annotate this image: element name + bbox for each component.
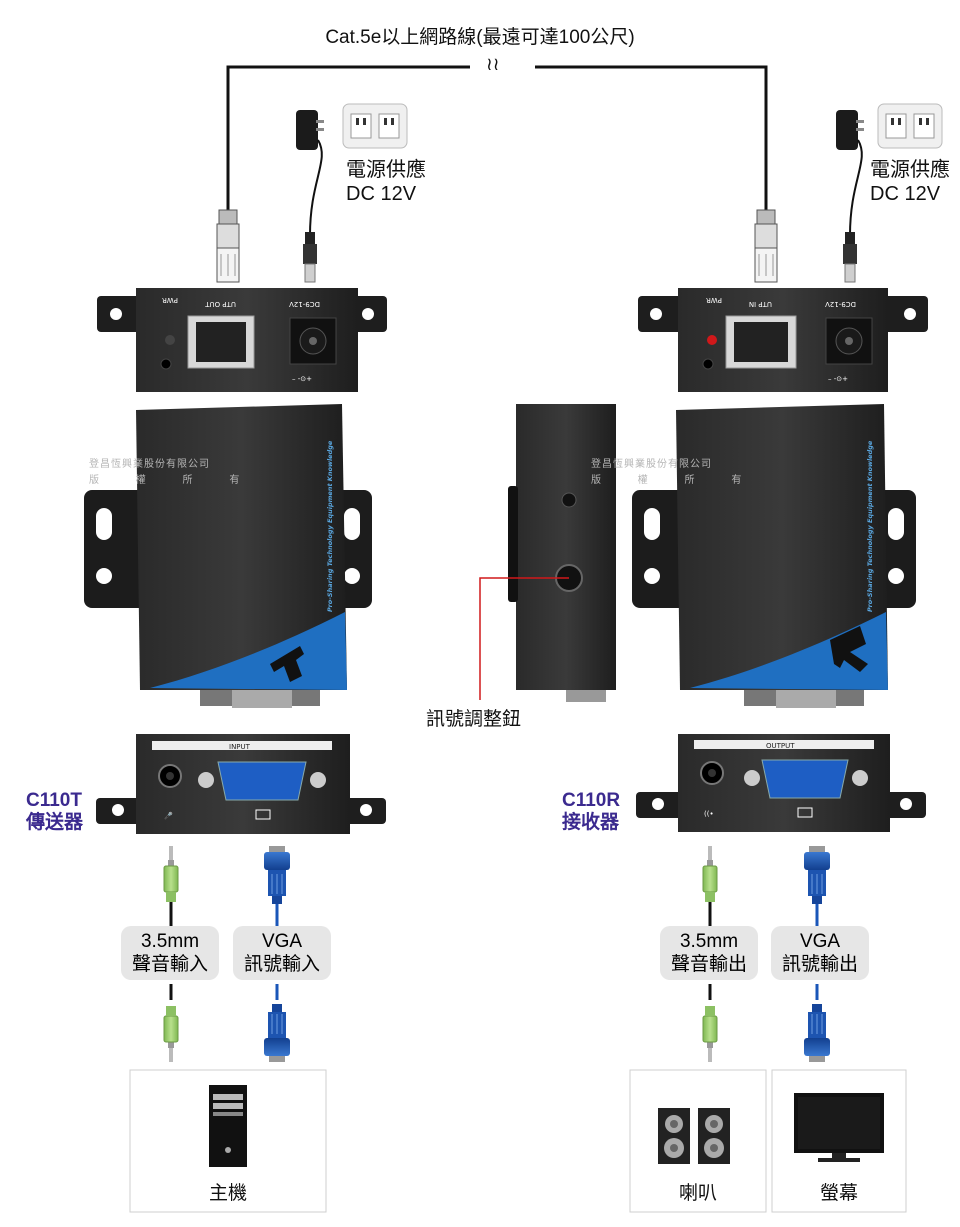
output-tag: OUTPUT: [766, 742, 795, 750]
host-label: 主機: [208, 1183, 247, 1204]
rj45-plug-right: [754, 209, 778, 283]
transmitter-front-panel: INPUT 🎤: [96, 734, 386, 834]
svg-text:🎤: 🎤: [164, 811, 173, 820]
receiver-body: Pro-Sharing Technology Equipment Knowled…: [632, 404, 916, 708]
watermark-left: 登昌恆興業股份有限公司: [89, 459, 210, 470]
vga-cable-in: [263, 845, 291, 1063]
label-line2: 訊號輸入: [243, 954, 320, 975]
watermark-left-line2: 版 權 所 有: [89, 475, 240, 486]
power-label-right: 電源供應 DC 12V: [870, 158, 950, 206]
receiver-label: C110R 接收器: [562, 790, 620, 834]
audio-out-label: 3.5mm 聲音輸出: [660, 926, 758, 980]
transmitter-body: Pro-Sharing Technology Equipment Knowled…: [84, 404, 372, 708]
power-label-left: 電源供應 DC 12V: [346, 158, 426, 206]
receiver-front-panel: OUTPUT ((•: [636, 734, 926, 832]
receiver-side-view: [508, 404, 616, 702]
transmitter-label: C110T 傳送器: [26, 790, 83, 834]
power-label-line1: 電源供應: [346, 159, 426, 181]
model-number: C110R: [562, 790, 621, 811]
pwr-label: PWR: [706, 296, 722, 304]
knob-leader-line: [479, 577, 569, 700]
dc-label: DC9-12V: [289, 300, 320, 308]
label-line2: 聲音輸入: [131, 954, 208, 975]
vga-cable-out: [803, 845, 831, 1063]
svg-text:– -⊙+: – -⊙+: [292, 375, 312, 383]
power-adapter-left: [296, 103, 408, 283]
speaker-label: 喇叭: [678, 1183, 717, 1204]
label-line1: 3.5mm: [679, 931, 739, 952]
audio-cable-in: [163, 845, 179, 1063]
power-adapter-right: [836, 103, 943, 283]
audio-cable-out: [702, 845, 718, 1063]
wall-outlet-icon: [877, 103, 943, 149]
label-line2: 聲音輸出: [670, 954, 747, 975]
rj45-plug-left: [216, 209, 240, 283]
port-label: UTP IN: [749, 300, 772, 308]
model-number: C110T: [26, 790, 82, 811]
vga-in-label: VGA 訊號輸入: [233, 926, 331, 980]
audio-in-label: 3.5mm 聲音輸入: [121, 926, 219, 980]
dc-label: DC9-12V: [825, 300, 856, 308]
input-tag: INPUT: [229, 743, 251, 751]
monitor-label: 螢幕: [819, 1183, 858, 1204]
model-name: 傳送器: [26, 812, 84, 833]
watermark-right: 登昌恆興業股份有限公司: [591, 459, 712, 470]
pwr-label: PWR: [162, 296, 178, 304]
network-cable: [226, 65, 768, 212]
label-line1: 3.5mm: [140, 931, 200, 952]
cable-title: Cat.5e以上網路線(最遠可達100公尺): [325, 27, 635, 48]
cable-break-icon: ≀≀: [486, 54, 500, 74]
receiver-back-panel: PWR UTP IN DC9-12V – -⊙+: [638, 288, 928, 392]
power-label-line1: 電源供應: [870, 159, 950, 181]
brand-text: Pro-Sharing Technology Equipment Knowled…: [326, 440, 334, 612]
label-line1: VGA: [261, 931, 303, 952]
knob-label: 訊號調整鈕: [426, 709, 522, 730]
speaker-icon: [658, 1108, 730, 1164]
wall-outlet-icon: [342, 103, 408, 149]
monitor-icon: [794, 1093, 884, 1162]
label-line1: VGA: [799, 931, 841, 952]
pc-tower-icon: [209, 1085, 247, 1167]
port-label: UTP OUT: [205, 300, 236, 308]
watermark-right-line2: 版 權 所 有: [591, 475, 742, 486]
transmitter-back-panel: PWR UTP OUT DC9-12V – -⊙+: [97, 288, 387, 392]
svg-text:((•: ((•: [704, 810, 714, 818]
power-label-line2: DC 12V: [346, 183, 417, 205]
vga-out-label: VGA 訊號輸出: [771, 926, 869, 980]
brand-text: Pro-Sharing Technology Equipment Knowled…: [866, 440, 874, 612]
power-label-line2: DC 12V: [870, 183, 941, 205]
model-name: 接收器: [562, 812, 620, 833]
label-line2: 訊號輸出: [781, 954, 858, 975]
svg-text:– -⊙+: – -⊙+: [828, 375, 848, 383]
